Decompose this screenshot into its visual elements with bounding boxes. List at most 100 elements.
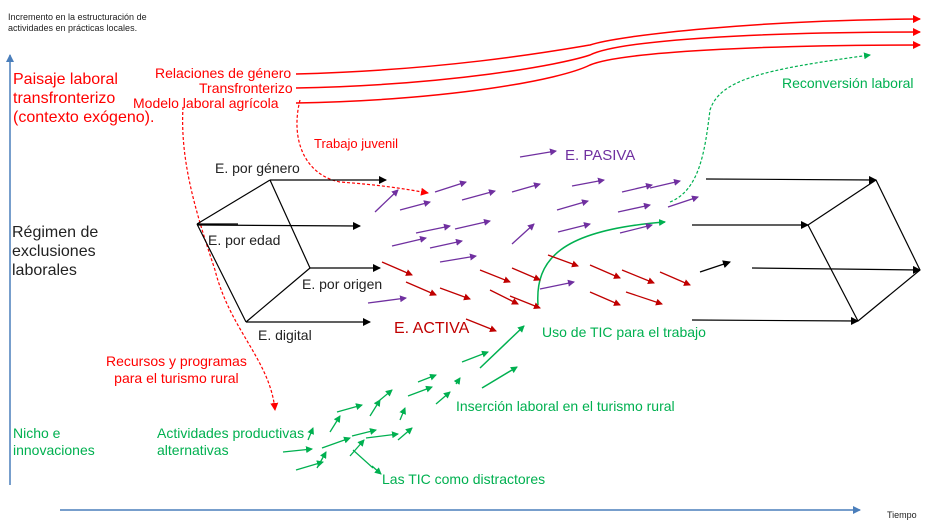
purple-arrow-cluster	[367, 148, 699, 304]
darkred-arrow-2	[405, 281, 437, 296]
darkred-arrow-12	[659, 271, 691, 286]
right-arrow-4	[691, 316, 859, 325]
landscape-arrow-agri-model	[295, 41, 921, 104]
darkred-arrow-7	[489, 289, 519, 305]
purple-arrow-8	[621, 182, 653, 193]
green-arrow-12	[379, 389, 393, 401]
green-arrow-4	[316, 451, 327, 469]
label-reconversion: Reconversión laboral	[782, 75, 914, 91]
green-arrow-17	[435, 391, 451, 405]
green-arrow-8	[351, 428, 377, 437]
purple-arrow-14	[556, 199, 589, 211]
green-arrow-13	[399, 407, 406, 421]
exclusion-gender: E. por género	[215, 160, 300, 176]
dashed-agri-to-rural	[182, 106, 279, 411]
darkred-arrow-6	[511, 267, 541, 281]
header-note-line-2: actividades en prácticas locales.	[8, 22, 138, 33]
green-arrow-16	[417, 373, 437, 383]
darkred-arrow-3	[439, 287, 471, 301]
purple-arrow-11	[454, 218, 491, 230]
dashed-reconversion	[669, 52, 871, 203]
level-landscape-line-2: transfronterizo	[13, 90, 116, 108]
darkred-arrow-11	[621, 269, 655, 284]
label-alt-activities-line-1: Actividades productivas	[157, 425, 305, 441]
right-arrow-3	[751, 265, 921, 274]
green-arrow-20	[371, 465, 382, 475]
purple-arrow-4	[434, 180, 467, 193]
exclusion-arrow-age	[196, 221, 361, 230]
green-arrow-11	[365, 431, 399, 439]
level-niche-line-2: innovaciones	[13, 441, 95, 458]
label-tic-work: Uso de TIC para el trabajo	[542, 324, 706, 340]
green-arrow-7	[329, 415, 341, 433]
factor-agri-model: Modelo laboral agrícola	[133, 95, 279, 111]
level-regime: Régimen de exclusiones laborales	[12, 223, 98, 281]
green-line-rural-1	[479, 325, 525, 369]
label-youth-work: Trabajo juvenil	[314, 136, 399, 151]
purple-arrow-21	[367, 295, 407, 304]
green-arrow-19	[461, 350, 489, 363]
landscape-arrow-crossborder	[295, 28, 921, 89]
darkred-arrow-cluster	[381, 254, 691, 333]
purple-arrow-19	[649, 178, 681, 189]
level-landscape-line-1: Paisaje laboral	[13, 71, 118, 88]
green-arrow-cluster	[282, 350, 489, 475]
green-line-distractor	[352, 449, 374, 469]
green-line-rural-2	[481, 366, 518, 389]
factor-crossborder: Transfronterizo	[199, 80, 293, 96]
factor-gender: Relaciones de género	[155, 65, 292, 81]
header-note: Incremento en la estructuración de activ…	[8, 12, 147, 34]
exclusion-origin: E. por origen	[302, 276, 383, 292]
right-cube	[807, 179, 921, 322]
purple-arrow-16	[557, 222, 591, 233]
level-landscape: Paisaje laboral transfronterizo (context…	[13, 70, 154, 128]
x-axis-label: Tiempo	[887, 510, 917, 520]
green-arrow-10	[369, 399, 381, 417]
purple-arrow-18	[667, 195, 699, 208]
level-regime-line-1: Régimen de	[12, 224, 99, 241]
right-arrow-small	[699, 260, 731, 273]
green-arrow-3	[307, 427, 314, 441]
purple-arrow-13	[511, 223, 535, 245]
green-arrow-9	[349, 439, 365, 457]
darkred-arrow-10	[589, 264, 621, 279]
green-curve-tic	[537, 218, 666, 306]
purple-arrow-5	[461, 189, 496, 201]
purple-arrow-6	[511, 182, 541, 193]
label-alt-activities: Actividades productivas alternativas	[157, 425, 304, 459]
purple-arrow-15	[617, 202, 651, 213]
level-niche: Nicho e innovaciones	[13, 425, 95, 459]
label-passive: E. PASIVA	[565, 147, 636, 164]
green-arrow-2	[295, 460, 324, 471]
level-regime-line-3: laborales	[12, 262, 77, 280]
green-arrow-1	[282, 446, 313, 454]
darkred-arrow-13	[589, 291, 621, 306]
label-rural-insertion: Inserción laboral en el turismo rural	[456, 398, 675, 414]
label-rural-resources-line-1: Recursos y programas	[106, 353, 247, 369]
right-arrow-1	[705, 175, 877, 184]
purple-arrow-22	[539, 279, 575, 290]
purple-arrow-2	[374, 189, 399, 213]
purple-arrow-1	[519, 148, 557, 158]
purple-arrow-20	[439, 253, 477, 263]
label-rural-resources-line-2: para el turismo rural	[114, 369, 239, 386]
purple-arrow-3	[399, 200, 431, 211]
left-cube	[196, 179, 311, 323]
level-regime-line-2: exclusiones	[12, 243, 96, 261]
level-niche-line-1: Nicho e	[13, 425, 61, 441]
landscape-arrow-gender	[295, 15, 921, 75]
exclusion-age: E. por edad	[208, 232, 281, 248]
label-active: E. ACTIVA	[394, 320, 470, 337]
green-arrow-6	[336, 403, 363, 413]
green-arrow-18	[453, 377, 461, 385]
darkred-arrow-4	[465, 318, 497, 333]
label-alt-activities-line-2: alternativas	[157, 441, 229, 458]
level-landscape-line-3: (contexto exógeno).	[13, 109, 155, 127]
green-arrow-5	[321, 436, 351, 449]
darkred-arrow-1	[381, 261, 413, 276]
exclusion-digital: E. digital	[258, 327, 312, 343]
darkred-arrow-8	[509, 295, 541, 310]
purple-arrow-10	[391, 235, 427, 247]
purple-arrow-17	[619, 223, 653, 234]
